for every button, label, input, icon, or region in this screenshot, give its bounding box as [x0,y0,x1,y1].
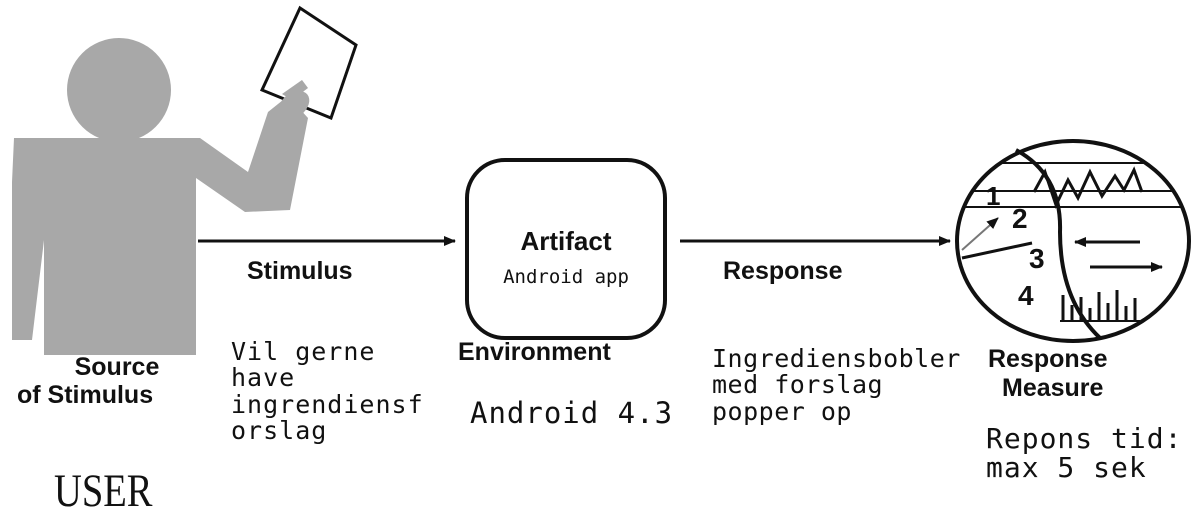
artifact-sublabel: Android app [503,266,629,288]
response-measure-label-line2: Measure [1002,374,1104,402]
source-label-line2: of Stimulus [17,381,154,409]
gauge-number-2: 2 [1012,203,1028,234]
environment-label: Environment [458,338,611,366]
person-holding-paper-icon [12,5,358,355]
user-note: USER [54,465,153,517]
environment-note: Android 4.3 [470,396,674,430]
response-measure-label-line1: Response [988,345,1108,373]
gauge-number-4: 4 [1018,280,1034,311]
response-measure-note: Repons tid: max 5 sek [986,422,1183,485]
response-note: Ingrediensbobler med forslag popper op [712,344,961,426]
artifact-label: Artifact [520,226,612,256]
gauge-number-1: 1 [986,181,1001,211]
gauge-number-3: 3 [1029,243,1045,274]
stimulus-label: Stimulus [247,257,353,285]
stimulus-note: Vil gerne have ingrendiensf orslag [231,337,424,445]
artifact-box [465,158,667,340]
source-label-line1: Source [74,353,160,381]
response-label: Response [723,257,843,285]
gauge-icon [955,139,1191,343]
